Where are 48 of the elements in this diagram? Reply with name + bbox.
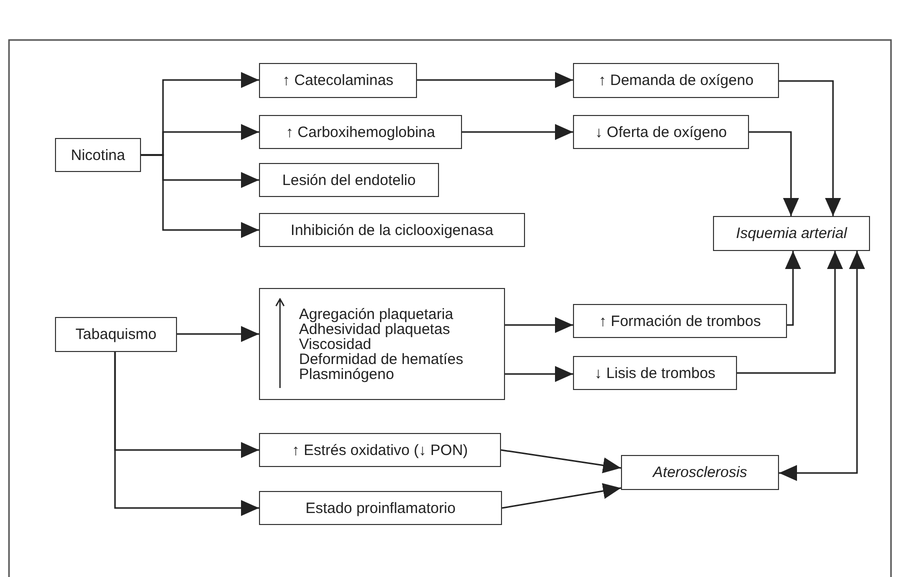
box-text: Adhesividad plaquetas: [299, 322, 450, 336]
arrow: [114, 352, 259, 516]
arrow: [737, 251, 843, 374]
box-text: Deformidad de hematíes: [299, 352, 464, 366]
box-text: ↑ Estrés oxidativo (↓ PON): [292, 442, 468, 458]
process-box: [259, 288, 505, 400]
process-box: [259, 63, 417, 98]
process-box: [621, 455, 779, 490]
box-text: ↓ Lisis de trombos: [594, 364, 716, 382]
box-text: Isquemia arterial: [736, 225, 847, 242]
arrow: [502, 483, 622, 509]
arrow: [505, 366, 573, 382]
arrow: [177, 326, 259, 342]
box-text: Tabaquismo: [76, 326, 156, 343]
box-text: Aterosclerosis: [652, 464, 748, 481]
process-box: [573, 63, 779, 98]
box-text: Lesión del endotelio: [282, 172, 416, 188]
process-box: [573, 356, 737, 390]
arrow: [749, 131, 799, 216]
arrow: [417, 72, 573, 88]
process-box: [259, 433, 501, 467]
process-box: [259, 163, 439, 197]
arrow: [779, 80, 841, 216]
box-text: Nicotina: [70, 146, 126, 164]
box-text: Viscosidad: [299, 336, 372, 352]
arrow: [462, 124, 573, 140]
box-text: ↑ Formación de trombos: [599, 312, 761, 330]
arrow: [505, 317, 573, 333]
arrow: [779, 251, 865, 481]
box-text: ↑ Catecolaminas: [282, 72, 394, 89]
box-text: ↑ Demanda de oxígeno: [598, 72, 754, 89]
process-box: [55, 138, 141, 172]
arrow: [785, 251, 801, 326]
process-box: [713, 216, 870, 251]
process-box: [259, 115, 462, 149]
process-box: [573, 304, 787, 338]
process-box: [259, 491, 502, 525]
box-text: ↑ Carboxihemoglobina: [286, 124, 436, 140]
box-text: Plasminógeno: [299, 366, 394, 382]
box-text: Inhibición de la ciclooxigenasa: [290, 222, 494, 238]
arrow: [500, 449, 622, 474]
box-text: ↓ Oferta de oxígeno: [595, 124, 727, 140]
arrow: [141, 154, 259, 238]
box-text: Agregación plaquetaria: [299, 306, 454, 322]
process-box: [55, 317, 177, 352]
process-box: [573, 115, 749, 149]
process-box: [259, 213, 525, 247]
box-text: Estado proinflamatorio: [305, 500, 456, 516]
